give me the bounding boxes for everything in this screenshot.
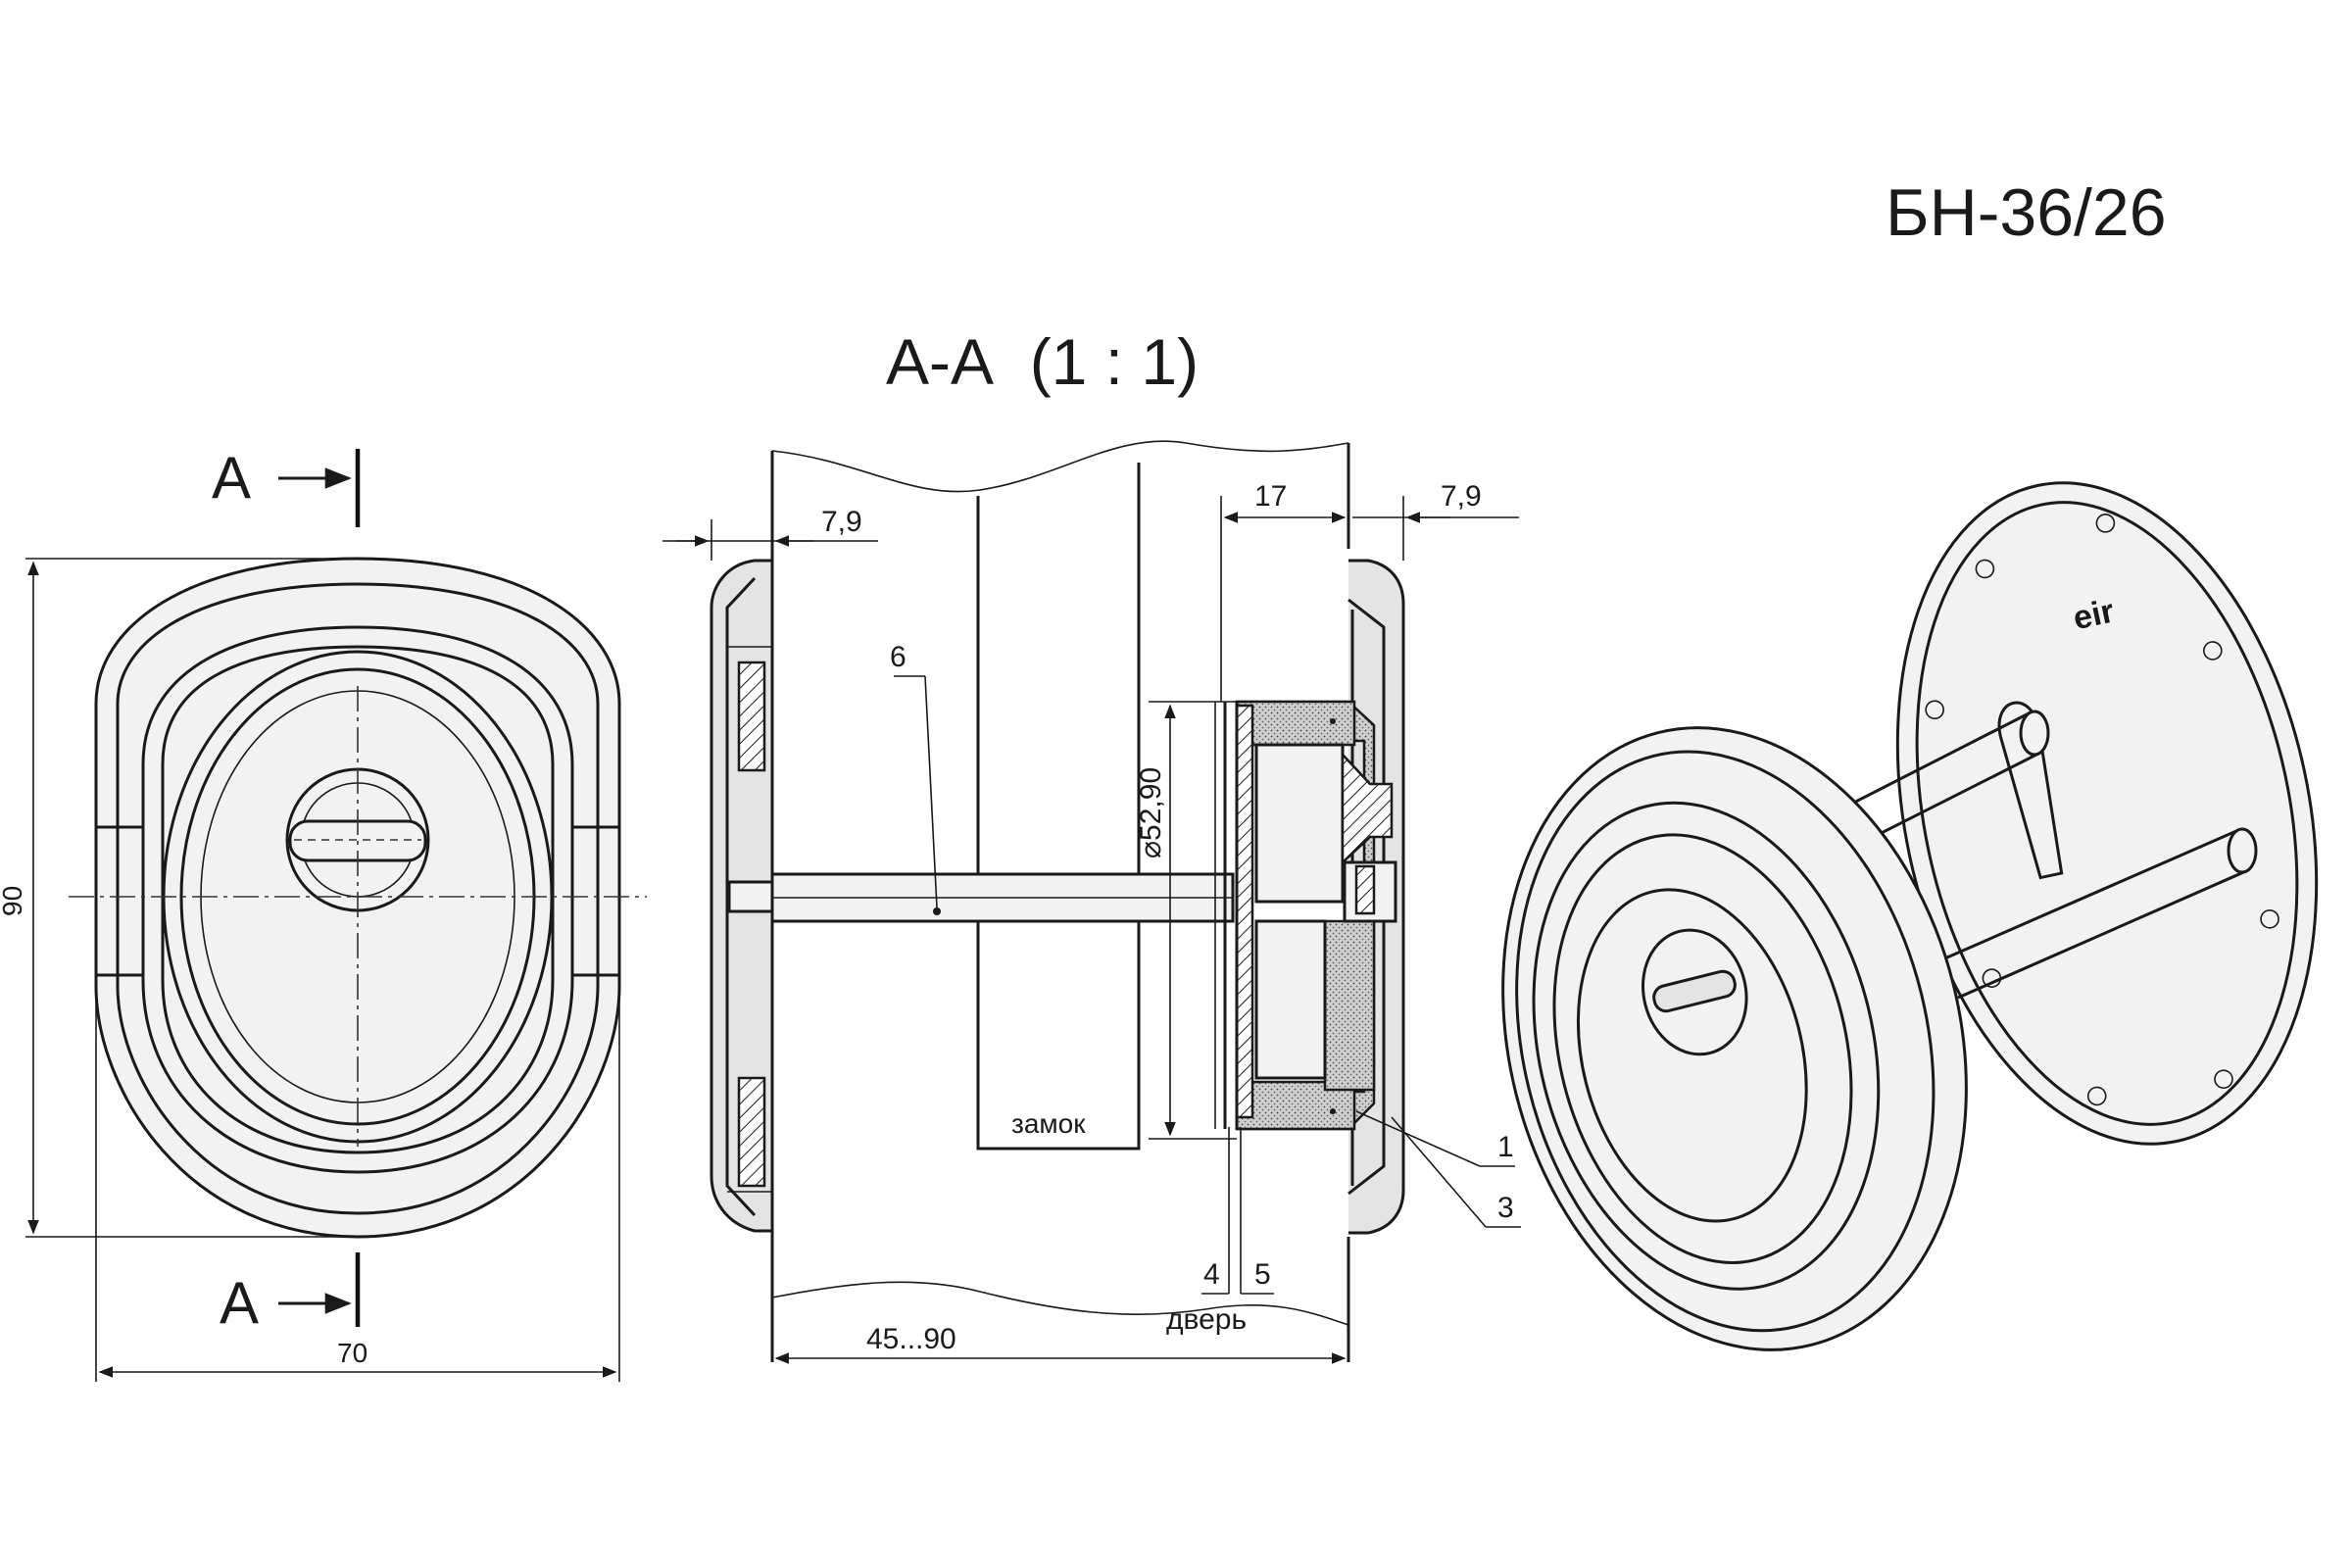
section-marker-bottom-label: А — [220, 1270, 259, 1336]
dimension-door-thickness-label: 45...90 — [866, 1323, 956, 1355]
callout-3-label: 3 — [1497, 1192, 1514, 1224]
callout-3: 3 — [1391, 1116, 1521, 1228]
isometric-view: eir — [1501, 481, 2319, 1351]
dimension-diameter: ⌀52,90 — [1135, 701, 1237, 1140]
dimension-width: 70 — [95, 990, 620, 1382]
callout-6-label: 6 — [890, 641, 906, 673]
callout-4: 4 — [1201, 1127, 1230, 1295]
dimension-left-plate-label: 7,9 — [821, 506, 862, 538]
dimension-height-label: 90 — [0, 886, 27, 916]
lock-label: замок — [1011, 1108, 1086, 1139]
dimension-door-thickness: 45...90 — [774, 1323, 1347, 1364]
section-view: замок — [710, 440, 1405, 1362]
dimension-right-plate-label: 7,9 — [1441, 480, 1482, 513]
section-marker-top-label: А — [212, 445, 251, 511]
front-view — [69, 557, 647, 1239]
callout-5-label: 5 — [1254, 1258, 1271, 1291]
section-title: А-А (1 : 1) — [886, 325, 1199, 398]
callout-6: 6 — [890, 641, 938, 908]
drawing-title: БН-36/26 — [1886, 175, 2167, 250]
callout-1-label: 1 — [1497, 1131, 1514, 1163]
dimension-right-plate: 7,9 — [1352, 480, 1519, 561]
callout-1: 1 — [1355, 1110, 1515, 1167]
callout-4-label: 4 — [1203, 1258, 1220, 1291]
brand-logo: eir — [2070, 592, 2118, 637]
door-label: дверь — [1166, 1303, 1247, 1336]
dimension-right-depth: 17 — [1220, 480, 1347, 702]
dimension-right-depth-label: 17 — [1254, 480, 1287, 513]
section-marker-top: А — [212, 445, 361, 527]
section-marker-bottom: А — [220, 1252, 361, 1336]
dimension-diameter-label: ⌀52,90 — [1135, 767, 1167, 858]
dimension-left-plate: 7,9 — [662, 506, 878, 561]
callout-5: 5 — [1240, 1127, 1274, 1295]
dimension-width-label: 70 — [337, 1338, 368, 1368]
dimension-height: 90 — [0, 558, 353, 1238]
